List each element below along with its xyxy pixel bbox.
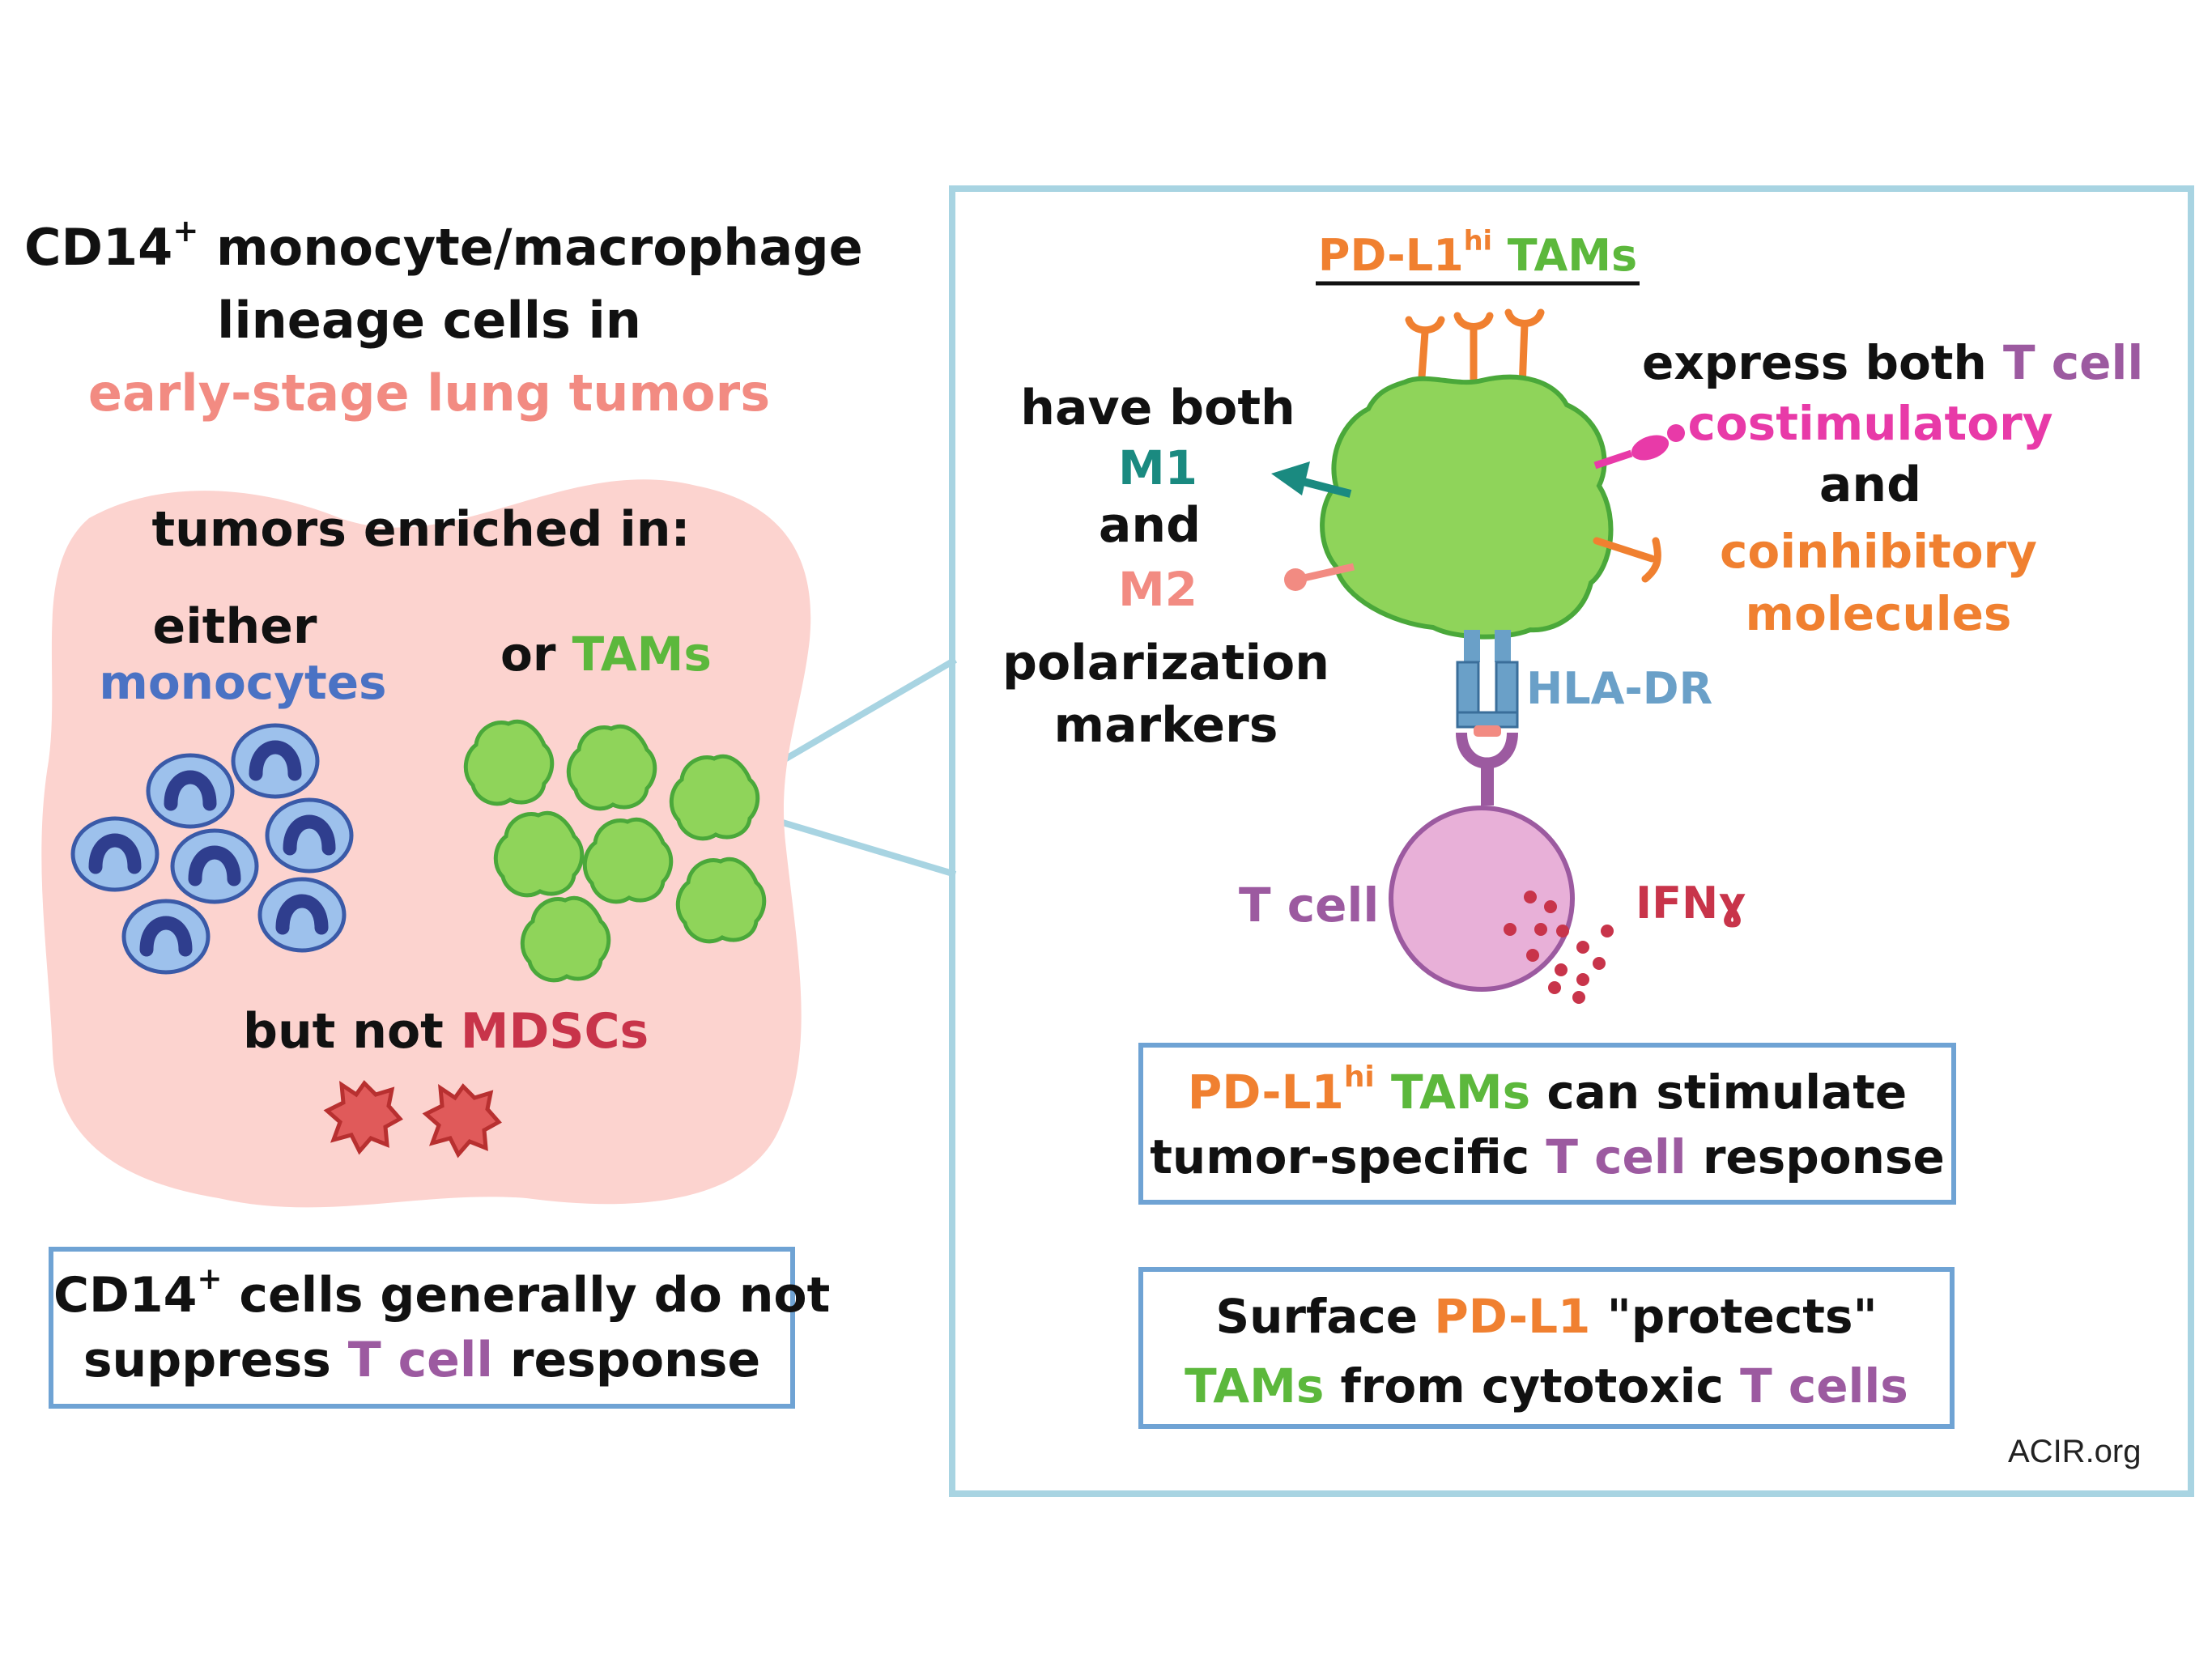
hla-dr-label: HLA-DR [1526, 663, 1713, 714]
but-not-label: but not [243, 1003, 461, 1060]
monocytes-label: monocytes [99, 655, 387, 710]
tam-cell [520, 895, 611, 983]
have-both-label: have both [1020, 380, 1295, 436]
coinhibitory-label: coinhibitory [1720, 524, 2037, 579]
pdl1-protects-box: Surface PD-L1 "protects" TAMs from cytot… [1138, 1267, 1955, 1429]
protects-line2: TAMs from cytotoxic T cells [1143, 1359, 1950, 1414]
summary-cd14-sup: + [197, 1261, 223, 1297]
left-title-line1: CD14+ monocyte/macrophage [24, 215, 863, 277]
mdscs-label: MDSCs [460, 1003, 649, 1060]
mdsc-cell [323, 1080, 403, 1155]
monocyte-cell [265, 797, 354, 874]
and-label-left: and [1098, 497, 1202, 554]
box1-hi: hi [1343, 1061, 1375, 1095]
box1-tcell: T cell [1546, 1129, 1687, 1184]
summary-rest: cells generally do not [222, 1267, 831, 1324]
tam-large [1320, 374, 1614, 640]
coinhibitory-molecule [1593, 537, 1661, 583]
credit-label: ACIR.org [2008, 1434, 2142, 1469]
m2-marker-lollipop [1284, 563, 1355, 591]
stimulate-line1: PD-L1hi TAMs can stimulate [1143, 1063, 1951, 1120]
tam-cell [566, 724, 657, 811]
ifn-gamma-label: IFNɣ [1636, 878, 1746, 929]
markers-label: markers [1053, 697, 1278, 754]
express-tcell-label: T cell [2003, 335, 2144, 390]
tams-label: TAMs [572, 627, 712, 682]
summary-line2: suppress T cell response [53, 1333, 790, 1388]
box2-from-cytotoxic: from cytotoxic [1324, 1358, 1741, 1414]
mdsc-cell [422, 1083, 502, 1158]
cd14-superscript: + [172, 213, 199, 250]
enriched-heading: tumors enriched in: [151, 501, 691, 558]
summary-box-left: CD14+ cells generally do not suppress T … [49, 1247, 830, 1409]
tumor-region [41, 479, 811, 1208]
summary-tcell: T cell [347, 1332, 493, 1388]
stimulate-line2: tumor-specific T cell response [1143, 1130, 1951, 1184]
m1-label: M1 [1117, 440, 1198, 495]
box2-tcells: T cells [1740, 1358, 1908, 1414]
box1-tams: TAMs [1374, 1065, 1531, 1120]
header-pdl1: PD-L1 [1317, 230, 1464, 281]
pdl1-stimulate-box: PD-L1hi TAMs can stimulate tumor-specifi… [1138, 1043, 1956, 1205]
tam-cell [669, 754, 760, 841]
summary-cd14: CD14 [53, 1267, 198, 1324]
or-label: or [500, 627, 572, 682]
tam-cluster [463, 719, 767, 983]
box2-pdl1: PD-L1 [1434, 1289, 1591, 1344]
box2-protects: "protects" [1590, 1289, 1878, 1344]
peptide [1474, 725, 1501, 737]
monocyte-cell [231, 723, 320, 799]
monocyte-macrophage-label: monocyte/macrophage [198, 218, 863, 277]
right-header: PD-L1hi TAMs [1279, 227, 1676, 281]
cd14-label: CD14 [24, 218, 173, 277]
box1-can-stimulate: can stimulate [1530, 1065, 1908, 1120]
tam-cell [582, 817, 674, 904]
monocyte-cell [257, 877, 347, 953]
left-title-line2: lineage cells in [217, 291, 641, 350]
summary-response: response [492, 1332, 761, 1388]
tam-cell [463, 719, 555, 806]
m1-marker-arrow [1271, 461, 1352, 498]
box1-tumor-specific: tumor-specific [1150, 1129, 1546, 1184]
m2-label: M2 [1117, 562, 1198, 617]
monocyte-cluster [70, 723, 354, 975]
and-label-right: and [1819, 457, 1922, 513]
costimulatory-molecule [1593, 424, 1685, 470]
tam-cell [675, 857, 767, 944]
either-label: either [152, 598, 317, 655]
t-cell-label: T cell [1239, 878, 1380, 933]
hla-dr-molecule [1456, 630, 1519, 729]
t-cell [1389, 806, 1575, 992]
monocyte-cell [146, 753, 235, 829]
mdsc-cluster [323, 1080, 502, 1158]
box2-surface: Surface [1215, 1289, 1435, 1344]
right-panel-frame [949, 185, 2194, 1497]
ifn-gamma-dots [1504, 891, 1614, 1004]
tam-cell [493, 810, 585, 898]
header-hi: hi [1463, 224, 1492, 257]
monocyte-cell [170, 828, 259, 904]
header-tams: TAMs [1492, 230, 1638, 281]
box2-tams: TAMs [1185, 1358, 1325, 1414]
express-both-line: express both T cell [1642, 336, 2143, 390]
t-cell-receptor [1456, 732, 1518, 806]
express-both-label: express both [1642, 335, 2004, 390]
but-not-mdscs-label: but not MDSCs [243, 1004, 649, 1060]
monocyte-cell [70, 816, 160, 892]
molecules-label: molecules [1745, 586, 2012, 641]
monocyte-cell [121, 899, 211, 975]
summary-line1: CD14+ cells generally do not [53, 1264, 830, 1324]
protects-line1: Surface PD-L1 "protects" [1143, 1290, 1950, 1344]
summary-suppress: suppress [83, 1332, 348, 1388]
box1-response: response [1686, 1129, 1945, 1184]
costimulatory-label: costimulatory [1687, 396, 2053, 451]
polarization-label: polarization [1002, 635, 1329, 691]
box1-pdl1: PD-L1 [1187, 1065, 1344, 1120]
or-tams-label: or TAMs [500, 627, 712, 682]
left-title-line3: early-stage lung tumors [87, 363, 771, 423]
